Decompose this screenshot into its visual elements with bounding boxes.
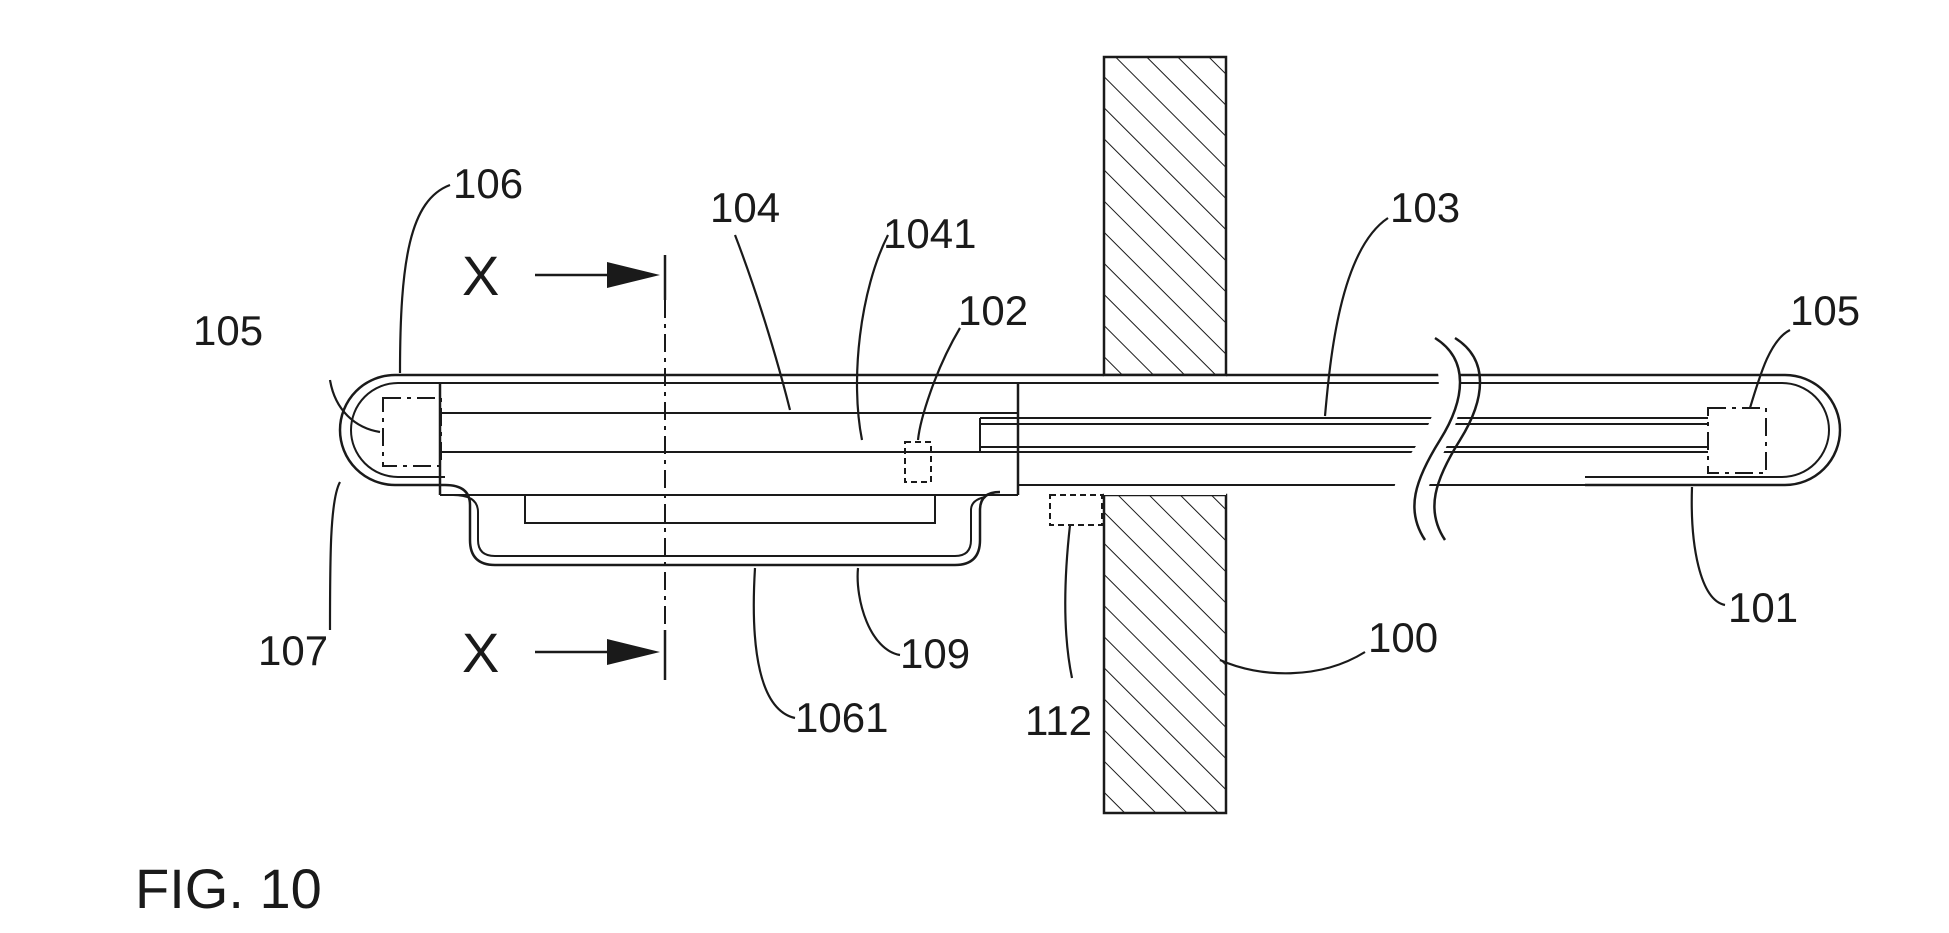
component-105-right — [1708, 408, 1766, 473]
label-103: 103 — [1390, 184, 1460, 231]
label-101: 101 — [1728, 584, 1798, 631]
label-104: 104 — [710, 184, 780, 231]
label-105-left: 105 — [193, 307, 263, 354]
label-102: 102 — [958, 287, 1028, 334]
component-102 — [905, 442, 931, 482]
component-105-left — [383, 398, 441, 466]
wall-100 — [1104, 57, 1226, 813]
label-105-right: 105 — [1790, 287, 1860, 334]
label-107: 107 — [258, 627, 328, 674]
section-mark-x-top: X — [462, 244, 499, 307]
label-100: 100 — [1368, 614, 1438, 661]
label-1061: 1061 — [795, 694, 888, 741]
label-109: 109 — [900, 630, 970, 677]
outer-housing-101 — [340, 375, 1840, 485]
component-112 — [1050, 495, 1102, 525]
section-mark-x-bottom: X — [462, 621, 499, 684]
tube-103 — [980, 418, 1708, 485]
label-1041: 1041 — [883, 210, 976, 257]
label-112: 112 — [1025, 697, 1092, 744]
break-symbol — [1392, 338, 1480, 541]
label-106: 106 — [453, 160, 523, 207]
base-1061 — [445, 485, 1000, 565]
section-line-x — [535, 255, 665, 680]
figure-caption: FIG. 10 — [135, 857, 322, 920]
